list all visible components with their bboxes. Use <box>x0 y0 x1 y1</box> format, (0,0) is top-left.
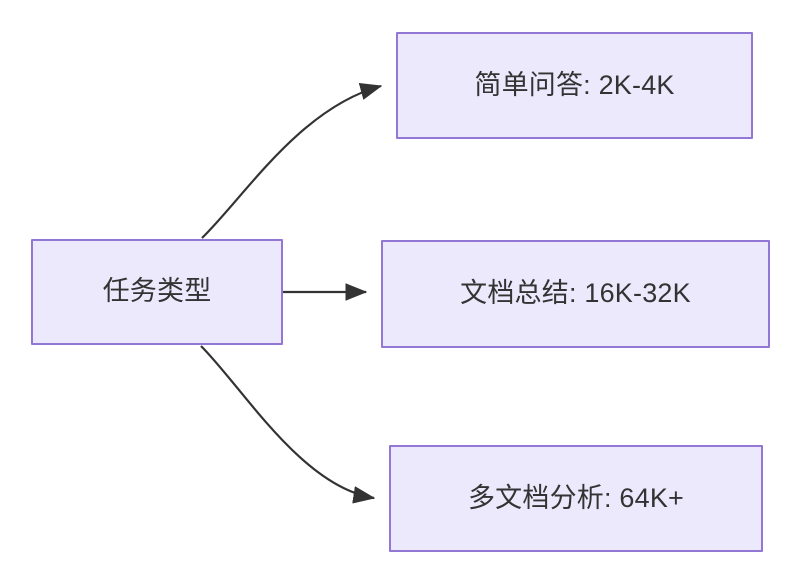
node-doc-summary-label: 文档总结: 16K-32K <box>460 278 691 309</box>
node-multi-doc-label: 多文档分析: 64K+ <box>467 482 684 513</box>
node-task-type[interactable]: 任务类型 <box>31 239 283 345</box>
node-simple-qa-label: 简单问答: 2K-4K <box>474 69 675 100</box>
node-doc-summary[interactable]: 文档总结: 16K-32K <box>381 240 770 348</box>
node-simple-qa[interactable]: 简单问答: 2K-4K <box>396 32 753 139</box>
node-task-type-label: 任务类型 <box>102 276 212 307</box>
edge-task-type-to-multi-doc <box>200 345 376 504</box>
node-multi-doc[interactable]: 多文档分析: 64K+ <box>389 445 763 552</box>
edge-task-type-to-simple-qa <box>201 82 383 239</box>
